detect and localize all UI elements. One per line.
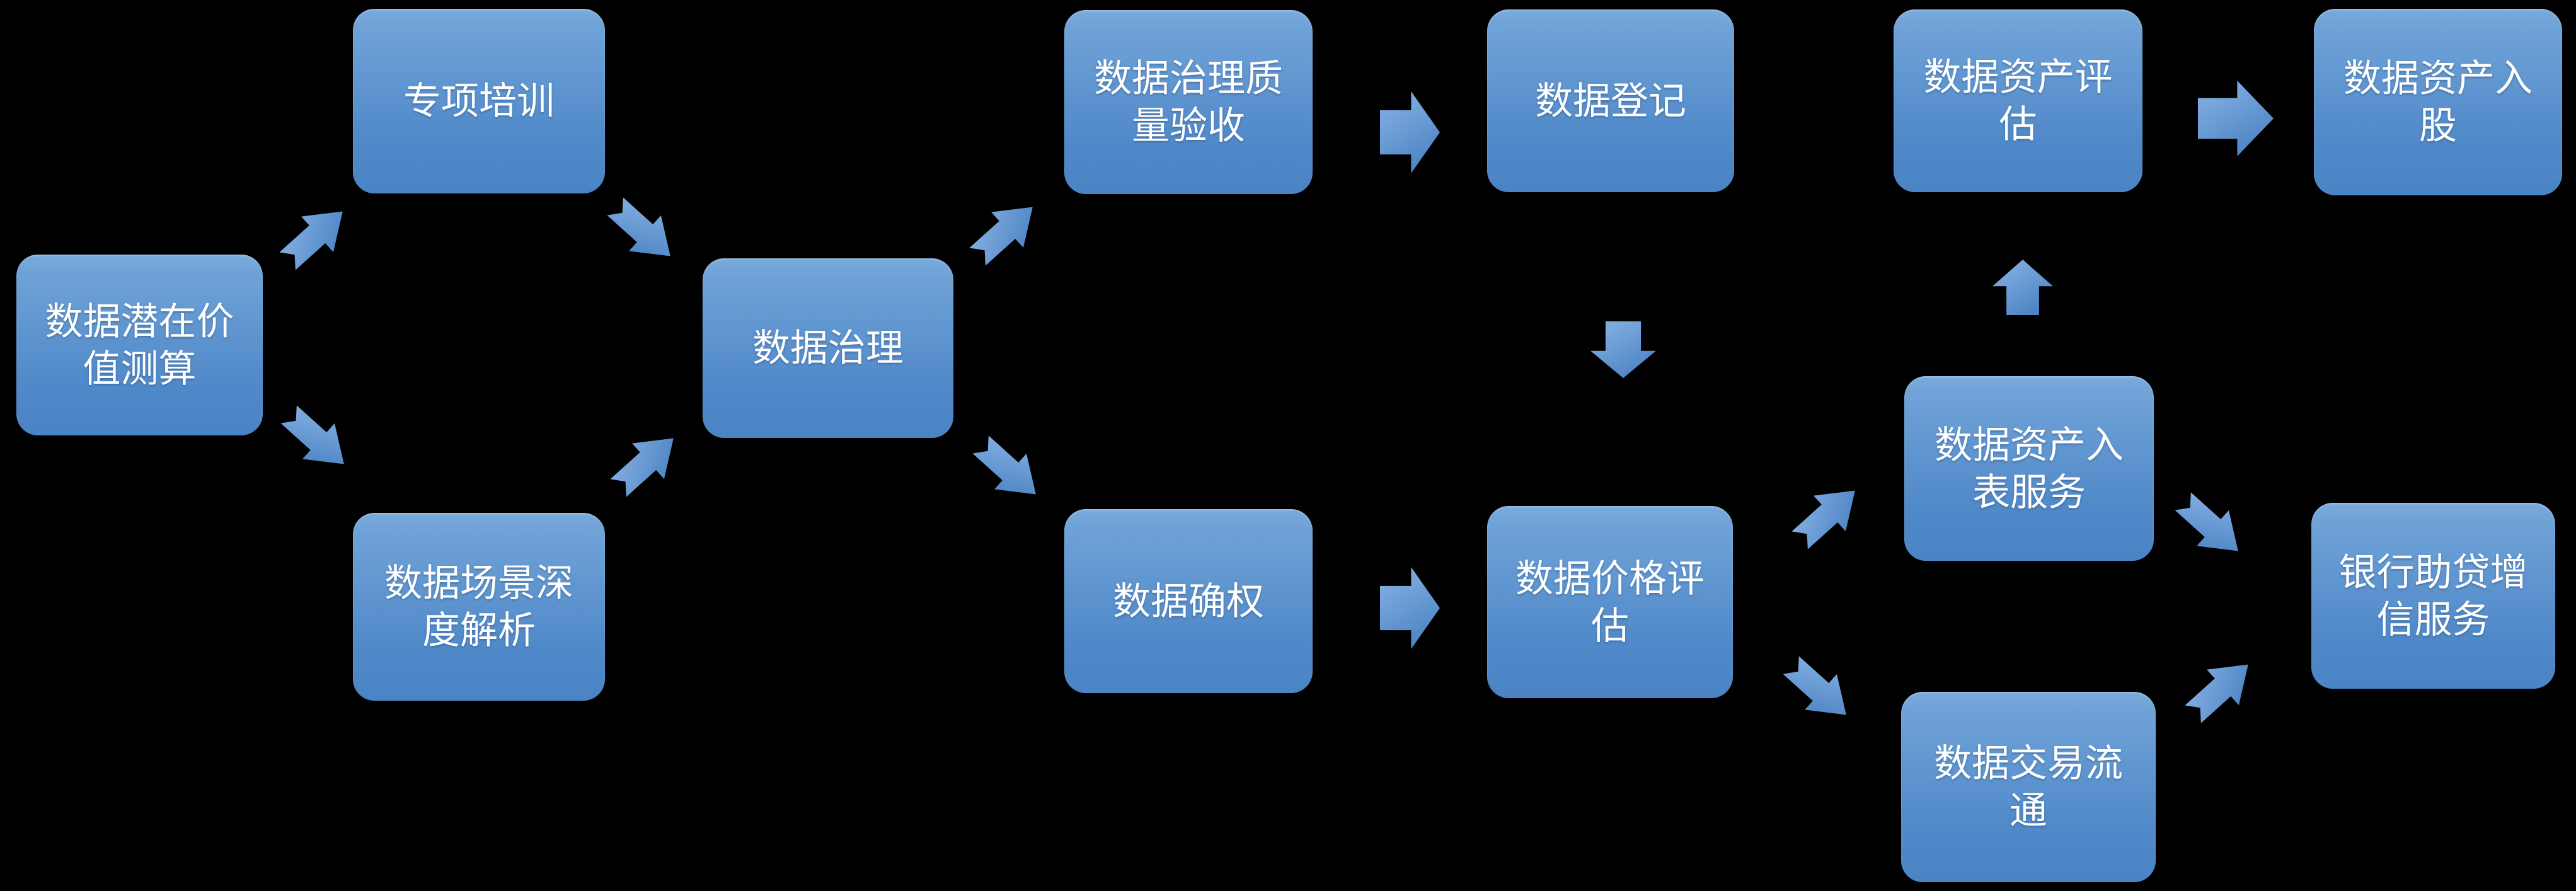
node-scenario-analysis: 数据场景深度解析: [353, 513, 605, 701]
node-label: 数据治理质量验收: [1094, 57, 1283, 147]
arrow-governance-to-quality: [962, 189, 1049, 274]
node-label: 专项培训: [403, 80, 555, 122]
node-data-trading: 数据交易流通: [1901, 692, 2156, 882]
arrow-scenario-to-governance: [602, 420, 690, 505]
node-label: 数据资产入表服务: [1935, 423, 2124, 514]
arrow-governance-to-rights: [965, 427, 1052, 512]
arrow-potential-to-training: [272, 193, 359, 279]
node-asset-booking-service: 数据资产入表服务: [1904, 376, 2154, 561]
node-governance-quality: 数据治理质量验收: [1064, 10, 1313, 194]
arrow-booking-to-asset-eval: [1992, 260, 2053, 315]
node-special-training: 专项培训: [353, 9, 605, 193]
node-label: 数据资产入股: [2343, 57, 2533, 147]
arrow-booking-to-bank: [2167, 483, 2255, 568]
node-data-asset-evaluation: 数据资产评估: [1894, 9, 2142, 192]
arrow-registration-to-pricing: [1590, 321, 1656, 378]
arrow-trading-to-bank: [2177, 647, 2265, 732]
arrow-pricing-to-booking: [1784, 473, 1872, 558]
arrow-pricing-to-trading: [1775, 647, 1863, 732]
node-label: 数据资产评估: [1923, 56, 2113, 146]
arrow-asset-eval-to-equity: [2198, 81, 2274, 156]
node-label: 银行助贷增信服务: [2338, 551, 2528, 641]
node-data-price-evaluation: 数据价格评估: [1487, 506, 1733, 698]
arrow-rights-to-pricing: [1380, 567, 1440, 649]
node-label: 数据交易流通: [1934, 742, 2123, 832]
node-label: 数据治理: [752, 327, 904, 369]
arrow-training-to-governance: [599, 188, 687, 273]
node-bank-credit-service: 银行助贷增信服务: [2311, 503, 2555, 689]
node-data-registration: 数据登记: [1487, 9, 1734, 192]
node-data-governance: 数据治理: [703, 258, 953, 438]
arrow-potential-to-scenario: [273, 396, 360, 481]
node-potential-value: 数据潜在价值测算: [16, 255, 263, 435]
node-label: 数据确权: [1113, 580, 1264, 623]
node-label: 数据场景深度解析: [384, 562, 573, 652]
node-label: 数据价格评估: [1515, 557, 1705, 647]
node-label: 数据登记: [1535, 79, 1686, 122]
arrow-quality-to-registration: [1380, 91, 1440, 173]
node-data-rights: 数据确权: [1064, 509, 1313, 693]
node-label: 数据潜在价值测算: [45, 300, 234, 390]
node-asset-equity: 数据资产入股: [2314, 9, 2562, 195]
